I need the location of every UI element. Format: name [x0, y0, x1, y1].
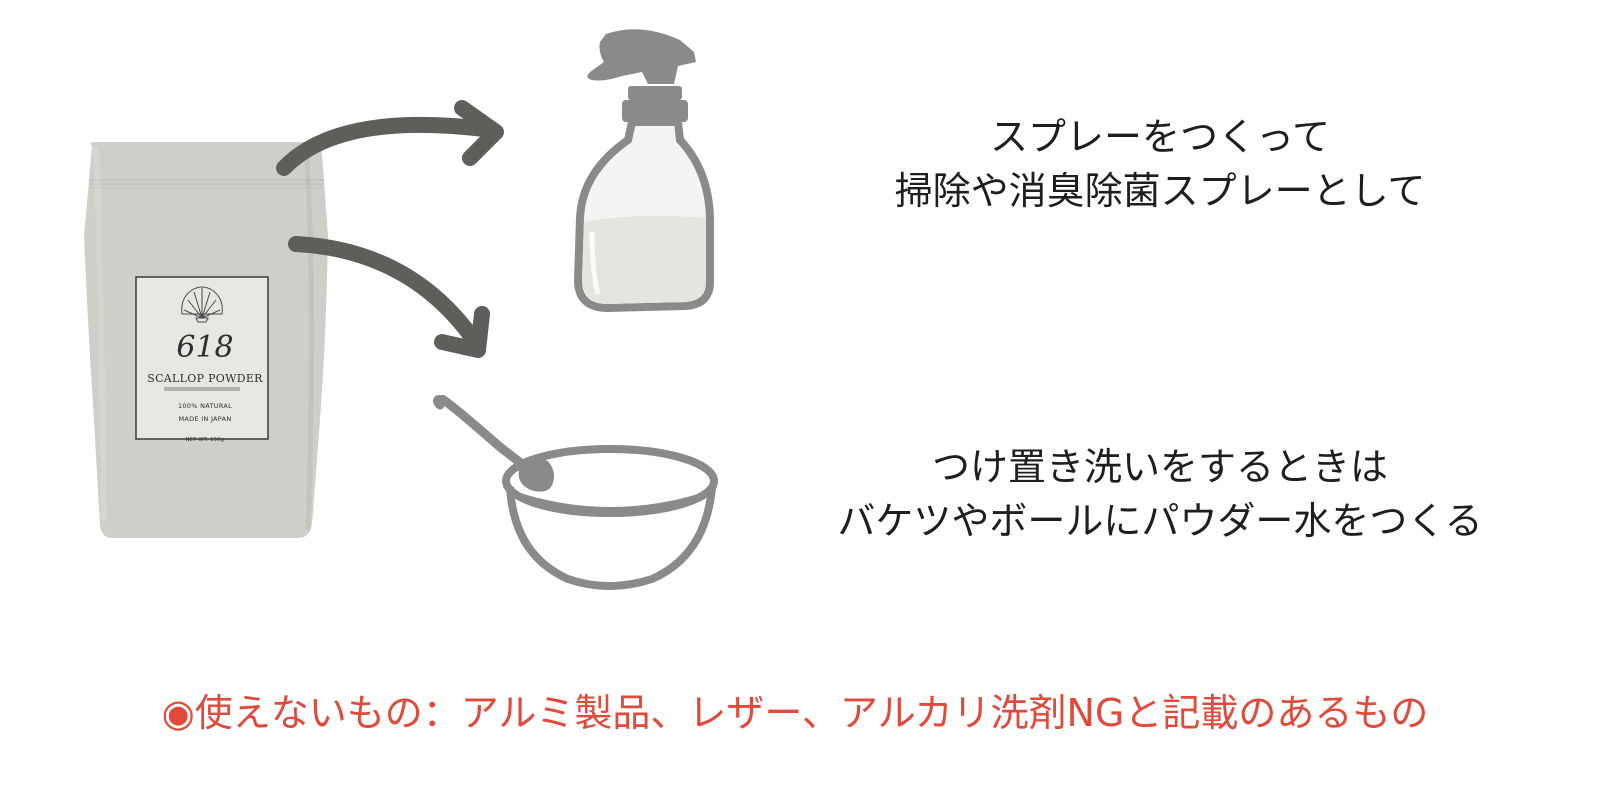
spray-usage-line2: 掃除や消臭除菌スプレーとして — [894, 169, 1426, 213]
spray-bottle-icon — [573, 29, 714, 312]
soak-usage-line1: つけ置き洗いをするときは — [931, 445, 1388, 489]
product-pouch: 618 SCALLOP POWDER 100% NATURAL MADE IN … — [80, 140, 330, 550]
soak-usage-line2: バケツやボールにパウダー水をつくる — [837, 499, 1483, 543]
bowl-with-spoon-icon — [432, 395, 718, 590]
scallop-shell-icon — [181, 286, 223, 323]
soak-usage-caption: つけ置き洗いをするときは バケツやボールにパウダー水をつくる — [820, 440, 1500, 548]
spray-usage-line1: スプレーをつくって — [989, 115, 1331, 159]
spoon-icon — [432, 395, 554, 492]
warning-notice: ◉使えないもの：アルミ製品、レザー、アルカリ洗剤NGと記載のあるもの — [120, 682, 1470, 737]
product-number: 618 — [176, 330, 234, 365]
product-natural: 100% NATURAL — [177, 402, 233, 410]
product-weight: NET WT. 150g — [185, 437, 225, 443]
arrow-to-spray — [276, 100, 504, 176]
product-origin: MADE IN JAPAN — [178, 415, 232, 423]
pouch-shape — [84, 142, 328, 538]
arrow-to-bowl — [288, 236, 490, 358]
warning-text: 使えないもの：アルミ製品、レザー、アルカリ洗剤NGと記載のあるもの — [194, 691, 1429, 735]
warning-bullet-icon: ◉ — [161, 691, 195, 735]
spray-usage-caption: スプレーをつくって 掃除や消臭除菌スプレーとして — [820, 110, 1500, 218]
product-name: SCALLOP POWDER — [147, 372, 263, 385]
